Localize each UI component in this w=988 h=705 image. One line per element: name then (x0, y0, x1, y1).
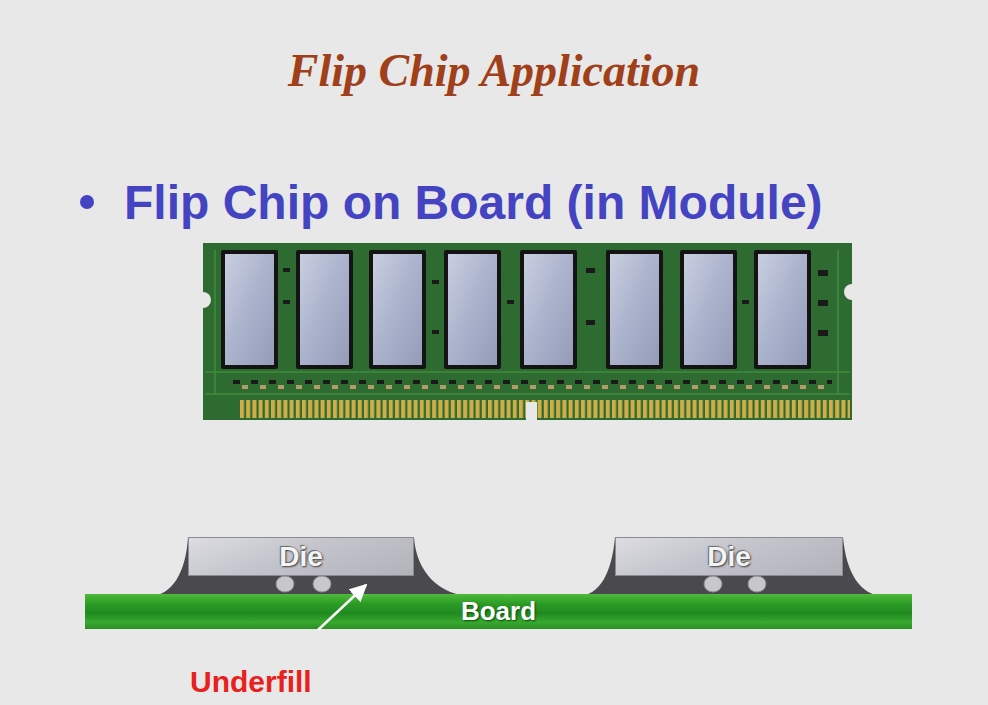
chip-frame (754, 250, 811, 369)
callout-label: Underfill (190, 664, 312, 700)
chip-face (225, 254, 274, 365)
chip-face (448, 254, 497, 365)
key-notch (526, 402, 537, 421)
memory-chip (221, 250, 278, 369)
pcb-trace (205, 250, 850, 395)
memory-chip (680, 250, 737, 369)
module-pcb (203, 243, 852, 420)
capacitor (283, 300, 290, 304)
smd-components (232, 376, 832, 390)
capacitor (818, 300, 828, 306)
underfill (150, 537, 472, 596)
side-notch (844, 284, 860, 300)
memory-chip (754, 250, 811, 369)
solder-bump (313, 576, 331, 592)
capacitor (818, 330, 828, 336)
board-band: Board (85, 594, 912, 629)
chip-frame (680, 250, 737, 369)
die-label: Die (279, 541, 323, 573)
capacitor (283, 268, 290, 272)
capacitor (586, 268, 595, 273)
memory-chip (444, 250, 501, 369)
capacitor (742, 300, 749, 304)
chip-face (610, 254, 659, 365)
memory-chip (296, 250, 353, 369)
bullet-text: Flip Chip on Board (in Module) (124, 176, 823, 230)
chip-frame (444, 250, 501, 369)
chip-frame (520, 250, 577, 369)
solder-bump (704, 576, 722, 592)
capacitor (432, 280, 439, 284)
chip-face (684, 254, 733, 365)
chip-face (373, 254, 422, 365)
bullet-dot (80, 195, 94, 209)
capacitor (586, 320, 595, 325)
capacitor (818, 270, 828, 276)
chip-frame (221, 250, 278, 369)
slide-title: Flip Chip Application (0, 40, 988, 102)
memory-module (195, 243, 860, 421)
chip-frame (369, 250, 426, 369)
side-notch (195, 292, 211, 308)
chip-frame (606, 250, 663, 369)
board-label: Board (461, 596, 536, 627)
die-chip: Die (615, 537, 843, 576)
solder-bump (276, 576, 294, 592)
chip-face (300, 254, 349, 365)
memory-chip (606, 250, 663, 369)
chip-face (524, 254, 573, 365)
capacitor (432, 330, 439, 334)
memory-chip (520, 250, 577, 369)
gold-contacts (240, 400, 850, 418)
die-chip: Die (188, 537, 414, 576)
solder-bump (748, 576, 766, 592)
die-label: Die (707, 541, 751, 573)
chip-face (758, 254, 807, 365)
capacitors (283, 268, 828, 336)
memory-chip (369, 250, 426, 369)
chip-frame (296, 250, 353, 369)
underfill (578, 537, 884, 596)
capacitor (507, 300, 514, 304)
